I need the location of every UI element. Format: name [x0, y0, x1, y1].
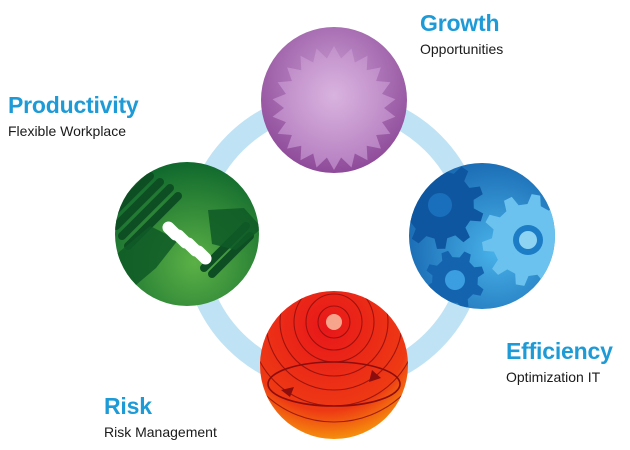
growth-label: Growth Opportunities [420, 10, 503, 58]
starburst-icon [272, 46, 396, 170]
risk-title: Risk [104, 393, 152, 419]
efficiency-label: Efficiency Optimization IT [506, 338, 613, 386]
growth-circle [261, 27, 407, 173]
risk-subtitle: Risk Management [104, 424, 217, 440]
growth-subtitle: Opportunities [420, 41, 504, 57]
efficiency-circle [409, 163, 555, 309]
growth-title: Growth [420, 10, 500, 36]
handshake-icon [115, 172, 259, 290]
efficiency-title: Efficiency [506, 338, 613, 364]
efficiency-subtitle: Optimization IT [506, 369, 601, 385]
productivity-circle [115, 162, 259, 306]
productivity-title: Productivity [8, 92, 139, 118]
gears-icon [409, 163, 555, 309]
productivity-subtitle: Flexible Workplace [8, 123, 127, 139]
risk-circle [260, 291, 408, 439]
risk-label: Risk Risk Management [104, 393, 217, 441]
productivity-label: Productivity Flexible Workplace [8, 92, 139, 140]
